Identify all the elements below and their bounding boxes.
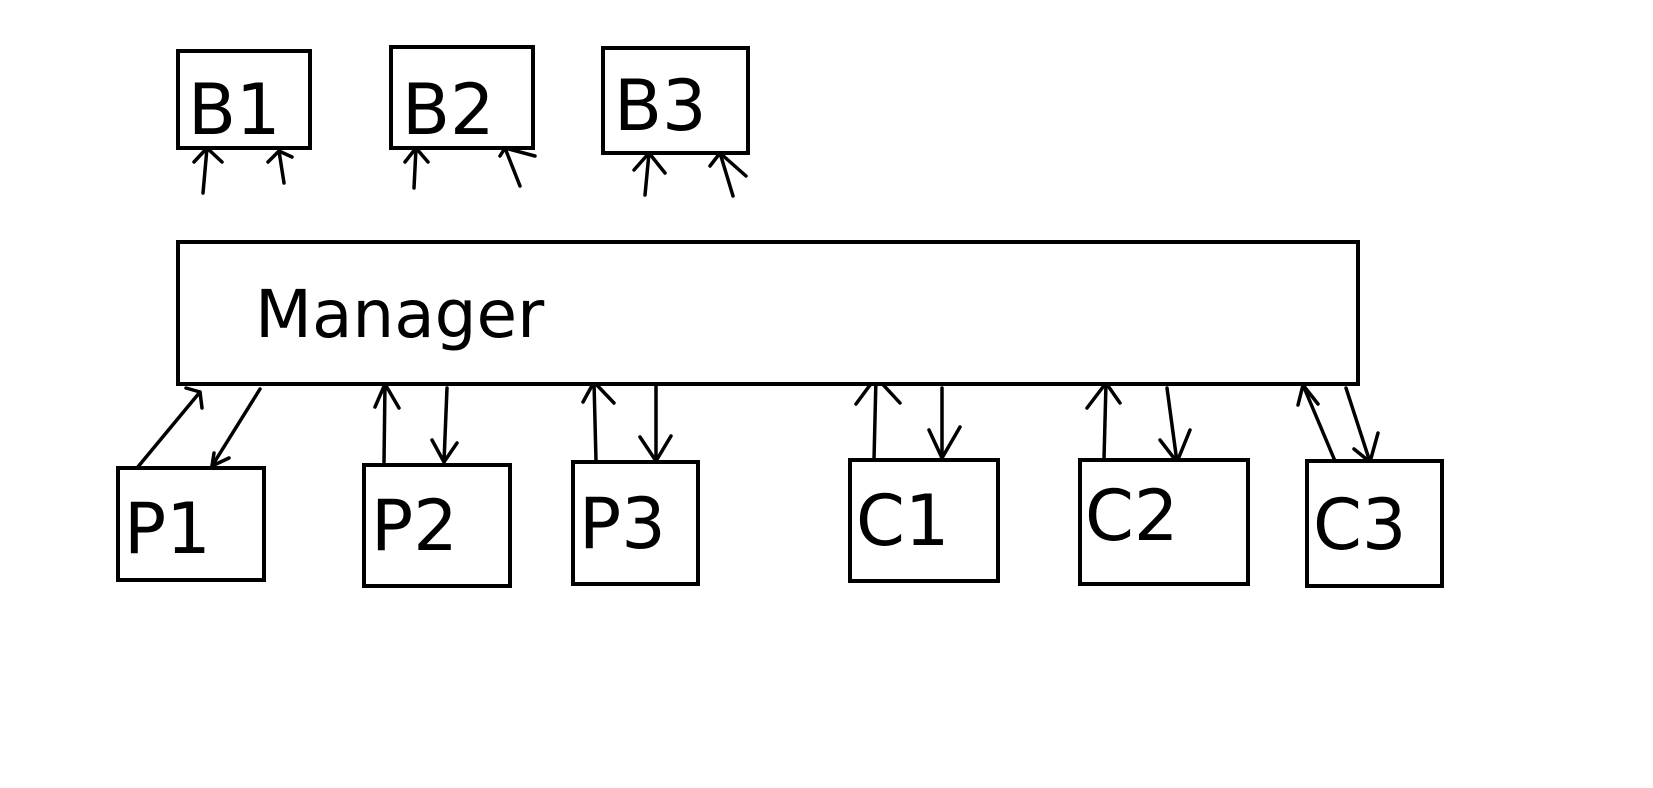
edge-line [135,390,202,470]
edge-line [1102,381,1108,461]
edge-line [1344,386,1372,464]
arrowhead-icon [184,386,204,410]
edge-c1-to-manager [854,375,902,462]
edge-line [503,146,522,188]
edge-manager-to-p1 [210,387,262,468]
edge-line [382,382,387,464]
edge-manager-to-b2 [403,146,430,190]
edge-manager-to-p2 [430,386,459,464]
node-label: P2 [371,485,458,567]
edge-p2-to-manager [373,382,401,464]
node-label: P1 [124,488,211,570]
node-p2: P2 [362,463,512,588]
node-label: C2 [1085,475,1178,557]
edge-manager-to-c1 [927,386,962,460]
arrowhead-icon [708,151,748,178]
edge-manager-to-b1 [266,149,294,185]
edge-manager-to-b3 [708,151,748,198]
node-p1: P1 [116,466,266,582]
node-box [848,458,1000,583]
arrowhead-icon [1085,381,1122,410]
arrowhead-icon [430,438,459,464]
manager-label: Manager [255,276,545,353]
edge-line [643,151,651,197]
edge-manager-to-b3 [632,151,667,197]
edge-line [592,380,598,463]
node-box [1078,458,1250,586]
node-box [116,466,266,582]
node-label: P3 [579,483,666,565]
arrowhead-icon [373,382,401,410]
edge-line [201,146,209,195]
edge-c2-to-manager [1085,381,1122,461]
edge-c3-to-manager [1296,383,1337,463]
node-p3: P3 [571,460,700,586]
node-box [176,49,312,150]
edge-line [1165,386,1179,464]
node-label: B3 [614,65,707,147]
edge-p1-to-manager [135,386,204,470]
edge-line [210,387,262,468]
node-c3: C3 [1305,459,1444,588]
node-label: C1 [856,480,949,562]
node-b2: B2 [389,45,535,151]
arrowhead-icon [266,149,294,164]
node-b1: B1 [176,49,312,151]
node-c2: C2 [1078,458,1250,586]
node-label: B2 [402,69,495,151]
edge-line [277,149,286,185]
node-label: B1 [188,69,281,151]
edge-line [718,151,735,198]
node-c1: C1 [848,458,1000,583]
edge-manager-to-b1 [192,146,224,195]
node-label: C3 [1313,484,1406,566]
node-box [1305,459,1444,588]
edge-manager-to-c2 [1158,386,1192,464]
manager-box: Manager [176,240,1360,386]
node-box [362,463,512,588]
edge-line [872,375,878,462]
node-box [389,45,535,150]
edge-line [1301,383,1337,463]
node-box [601,46,750,155]
node-b3: B3 [601,46,750,155]
arrowhead-icon [927,425,962,460]
edge-line [412,146,418,190]
edge-manager-to-p3 [638,385,673,463]
edge-p3-to-manager [581,380,616,463]
node-box [571,460,700,586]
edge-manager-to-c3 [1344,386,1380,464]
edge-line [442,386,449,464]
edge-manager-to-b2 [498,146,537,188]
